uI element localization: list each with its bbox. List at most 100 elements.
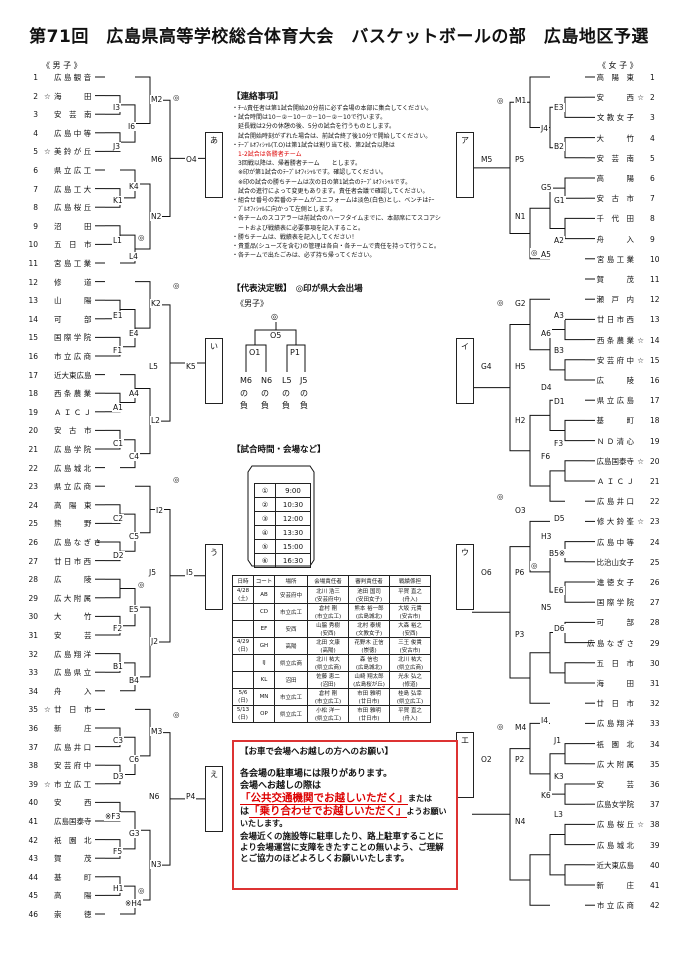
schedule-cell: 県立広工 xyxy=(274,705,308,723)
note-line: ※印の試合の勝ちチームは次の日の第1試合のﾃｰﾌﾞﾙｵﾌｨｼｬﾙです。 xyxy=(232,178,412,186)
block-box-A: ア xyxy=(456,132,474,198)
schedule-header-cell: コート xyxy=(253,575,275,587)
rep-entry-code: M6 xyxy=(240,376,252,385)
girls-team: 修 大 鈴 峯☆23 xyxy=(596,517,660,527)
boys-header: 《 男 子 》 xyxy=(42,61,82,70)
schedule-cell: 市立広工 xyxy=(274,688,308,706)
rep-entry-code: L5 xyxy=(282,376,292,385)
schedule-cell: 北川 祐大(県立広商) xyxy=(389,654,431,672)
schedule-cell xyxy=(232,603,254,621)
note-line: ﾌﾞﾙｵﾌｨｼｬﾙに向かって左側とします。 xyxy=(232,206,337,214)
notice-tail: 会場近くの施設等に駐車したり、路上駐車することにより会場運営に支障をきたすことの… xyxy=(240,832,444,864)
schedule-header-cell: 日時 xyxy=(232,575,254,587)
schedule-cell: 安芸府中 xyxy=(274,586,308,604)
schedule-cell: 沼田 xyxy=(274,671,308,689)
schedule-cell: 山脇 秀樹(安西) xyxy=(307,620,349,638)
girls-header: 《 女 子 》 xyxy=(598,61,638,70)
time-slot-time: 16:30 xyxy=(275,553,311,568)
schedule-cell: GH xyxy=(253,637,275,655)
schedule-header-cell: 審判責任者 xyxy=(348,575,390,587)
notice-title: 【お車で会場へお越しの方へのお願い】 xyxy=(240,747,394,757)
girls-win-mark: ◎ xyxy=(496,722,505,732)
girls-team: 広 島 桜 丘☆38 xyxy=(596,820,660,830)
girls-team: 西 条 農 業☆14 xyxy=(596,335,660,345)
block-box-e: え xyxy=(205,766,223,832)
note-line: ・ﾃｰﾌﾞﾙｵﾌｨｼｬﾙ(T.O)は第1試合は割り当て校、第2試合以降は xyxy=(232,141,395,149)
block-box-i: い xyxy=(205,338,223,404)
time-slot-time: 10:30 xyxy=(275,497,311,512)
time-slot-time: 12:00 xyxy=(275,511,311,526)
rep-o1: O1 xyxy=(249,348,261,357)
rep-entry-of: の xyxy=(282,389,290,398)
schedule-cell: 市立広工 xyxy=(274,603,308,621)
schedule-cell xyxy=(232,620,254,638)
rep-boys-label: 《男子》 xyxy=(236,299,268,308)
schedule-cell: 北田 文康(高陽) xyxy=(307,637,349,655)
schedule-cell: 北村 泰規(文教女子) xyxy=(348,620,390,638)
rep-entry-res: 負 xyxy=(240,401,248,410)
boys-team: 35☆廿 日 市 xyxy=(28,705,92,715)
schedule-cell: 5/6(日) xyxy=(232,688,254,706)
rep-entry-res: 負 xyxy=(300,401,308,410)
schedule-header-cell: 戦績係担 xyxy=(389,575,431,587)
schedule-cell: 県立広商 xyxy=(274,654,308,672)
schedule-cell: 市田 雅明(廿日市) xyxy=(348,705,390,723)
rep-entry-code: N6 xyxy=(261,376,273,385)
rep-o5: O5 xyxy=(270,331,282,340)
rep-entry-code: J5 xyxy=(300,376,308,385)
boys-win-mark: ◎ xyxy=(172,475,181,485)
schedule-cell: 北川 祐大(県立広商) xyxy=(307,654,349,672)
schedule-cell: EF xyxy=(253,620,275,638)
girls-team: 安 芸 府 中☆15 xyxy=(596,355,660,365)
notice-red-2: 「乗り合わせでお越しいただく」 xyxy=(249,805,407,818)
schedule-cell: 倉村 剛(市立広工) xyxy=(307,603,349,621)
boys-team: 5☆美 鈴 が 丘 xyxy=(33,147,92,157)
girls-win-mark: ◎ xyxy=(530,560,539,570)
schedule-cell: 光永 弘之(修道) xyxy=(389,671,431,689)
note-line: ートおよび戦績表に必要事項を記入すること。 xyxy=(232,224,365,232)
rep-p1: P1 xyxy=(290,348,300,357)
schedule-cell: 市田 雅明(廿日市) xyxy=(348,688,390,706)
notice-mid-2: ようお願いいたします。 xyxy=(240,807,447,828)
schedule-cell: 熊本 裕一郎(広島城北) xyxy=(348,603,390,621)
page-title: 第71回 広島県高等学校総合体育大会 バスケットボールの部 広島地区予選 xyxy=(29,27,649,47)
note-line: 1-2試合は各勝者チーム xyxy=(232,151,302,159)
schedule-cell: 安西 xyxy=(274,620,308,638)
time-slot-time: 13:30 xyxy=(275,525,311,540)
schedule-cell: 森 信也(広島城北) xyxy=(348,654,390,672)
boys-team: 2☆海 田 xyxy=(33,91,92,101)
schedule-cell: 佐藤 恵二(沼田) xyxy=(307,671,349,689)
times-title: 【試合時間・会場など】 xyxy=(232,445,326,455)
